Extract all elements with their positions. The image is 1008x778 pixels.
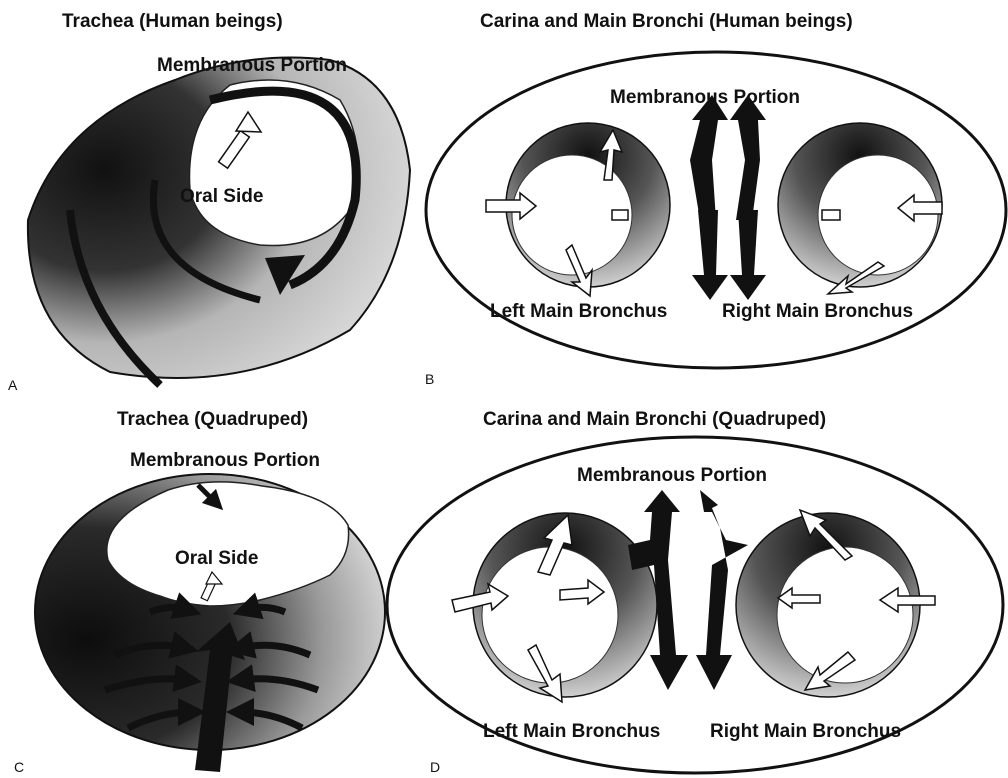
panel-a-oral-label: Oral Side [180,187,263,206]
panel-d-right-bronchus-label: Right Main Bronchus [710,722,901,741]
panel-b-left-bronchus-label: Left Main Bronchus [490,302,667,321]
panel-b-membranous-label: Membranous Portion [610,88,800,107]
panel-c-oral-label: Oral Side [175,549,258,568]
carina-spreading-arrows [690,95,766,300]
panel-a-trachea-human [28,58,410,386]
panel-b-letter: B [425,372,434,386]
panel-b-title: Carina and Main Bronchi (Human beings) [480,12,853,31]
panel-d-title: Carina and Main Bronchi (Quadruped) [483,410,826,429]
panel-b-right-bronchus-label: Right Main Bronchus [722,302,913,321]
panel-d-left-bronchus-label: Left Main Bronchus [483,722,660,741]
panel-a-title: Trachea (Human beings) [62,12,283,31]
panel-c-letter: C [14,760,24,774]
panel-a-membranous-label: Membranous Portion [157,56,347,75]
panel-c-trachea-quadruped [35,474,385,772]
panel-c-membranous-label: Membranous Portion [130,451,320,470]
panel-d-membranous-label: Membranous Portion [577,466,767,485]
panel-c-title: Trachea (Quadruped) [117,410,308,429]
panel-a-letter: A [8,378,17,392]
panel-d-letter: D [430,760,440,774]
panel-d-carina-quadruped [387,437,1003,773]
